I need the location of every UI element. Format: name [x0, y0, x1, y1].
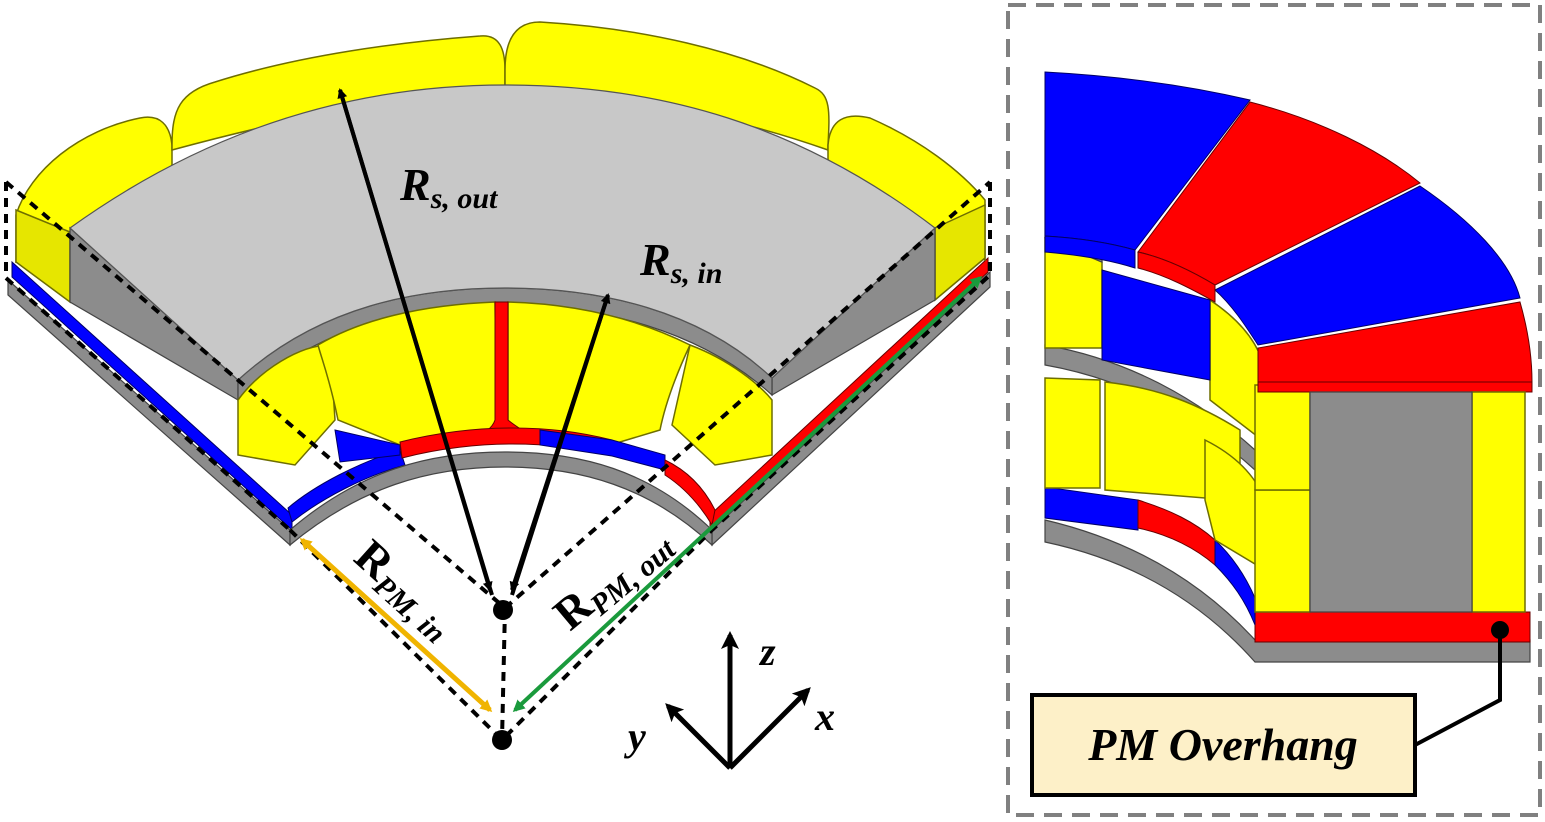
inset-lower-blue — [1044, 486, 1139, 531]
label-rpm-out: RPM, out — [544, 514, 683, 644]
rpm-in-arrow — [299, 537, 493, 713]
callout-box — [1030, 693, 1417, 797]
callout-leader — [1414, 630, 1502, 747]
x-axis-arrow — [728, 687, 811, 770]
magnet-ring-blue-2 — [334, 429, 401, 463]
inset-lower-blue-2 — [1214, 538, 1256, 626]
rs-out-arrow-tail — [338, 89, 493, 592]
inset-core-block — [1309, 391, 1473, 613]
inset-winding-a — [1044, 377, 1101, 489]
centre-point-top — [493, 600, 513, 620]
y-axis-arrow — [665, 703, 732, 770]
inner-winding-1 — [237, 344, 336, 466]
inset-upper-blue-block — [1101, 269, 1211, 381]
x-axis-label: x — [814, 694, 835, 739]
rpm-out-arrow — [512, 275, 983, 713]
inset-dashed-frame — [1006, 3, 1542, 817]
inset-winding-right — [1471, 391, 1526, 613]
inset-red-edge — [1137, 251, 1216, 303]
inset-winding-c — [1204, 438, 1266, 572]
stator-sector-view — [7, 21, 991, 547]
y-axis-label: y — [624, 714, 646, 759]
inset-magnet-blue-2 — [1214, 185, 1521, 346]
inset-blue-edge — [1044, 235, 1136, 269]
inset-winding-g — [1254, 384, 1311, 491]
coordinate-axes: z x y — [624, 629, 835, 770]
centre-point-bottom — [492, 730, 512, 750]
label-rs-out: Rs, out — [399, 159, 499, 215]
z-axis-label: z — [758, 629, 776, 674]
inset-lower-red — [1137, 499, 1216, 567]
inset-winding-d — [1254, 489, 1311, 613]
inset-red-overhang — [1254, 611, 1531, 643]
callout-text: PM Overhang — [1087, 719, 1358, 770]
inset-grey-base — [1044, 519, 1531, 663]
inset-magnet-thickness — [1257, 381, 1533, 393]
zoom-inset: PM Overhang — [1006, 3, 1542, 817]
label-rs-in: Rs, in — [639, 234, 722, 290]
